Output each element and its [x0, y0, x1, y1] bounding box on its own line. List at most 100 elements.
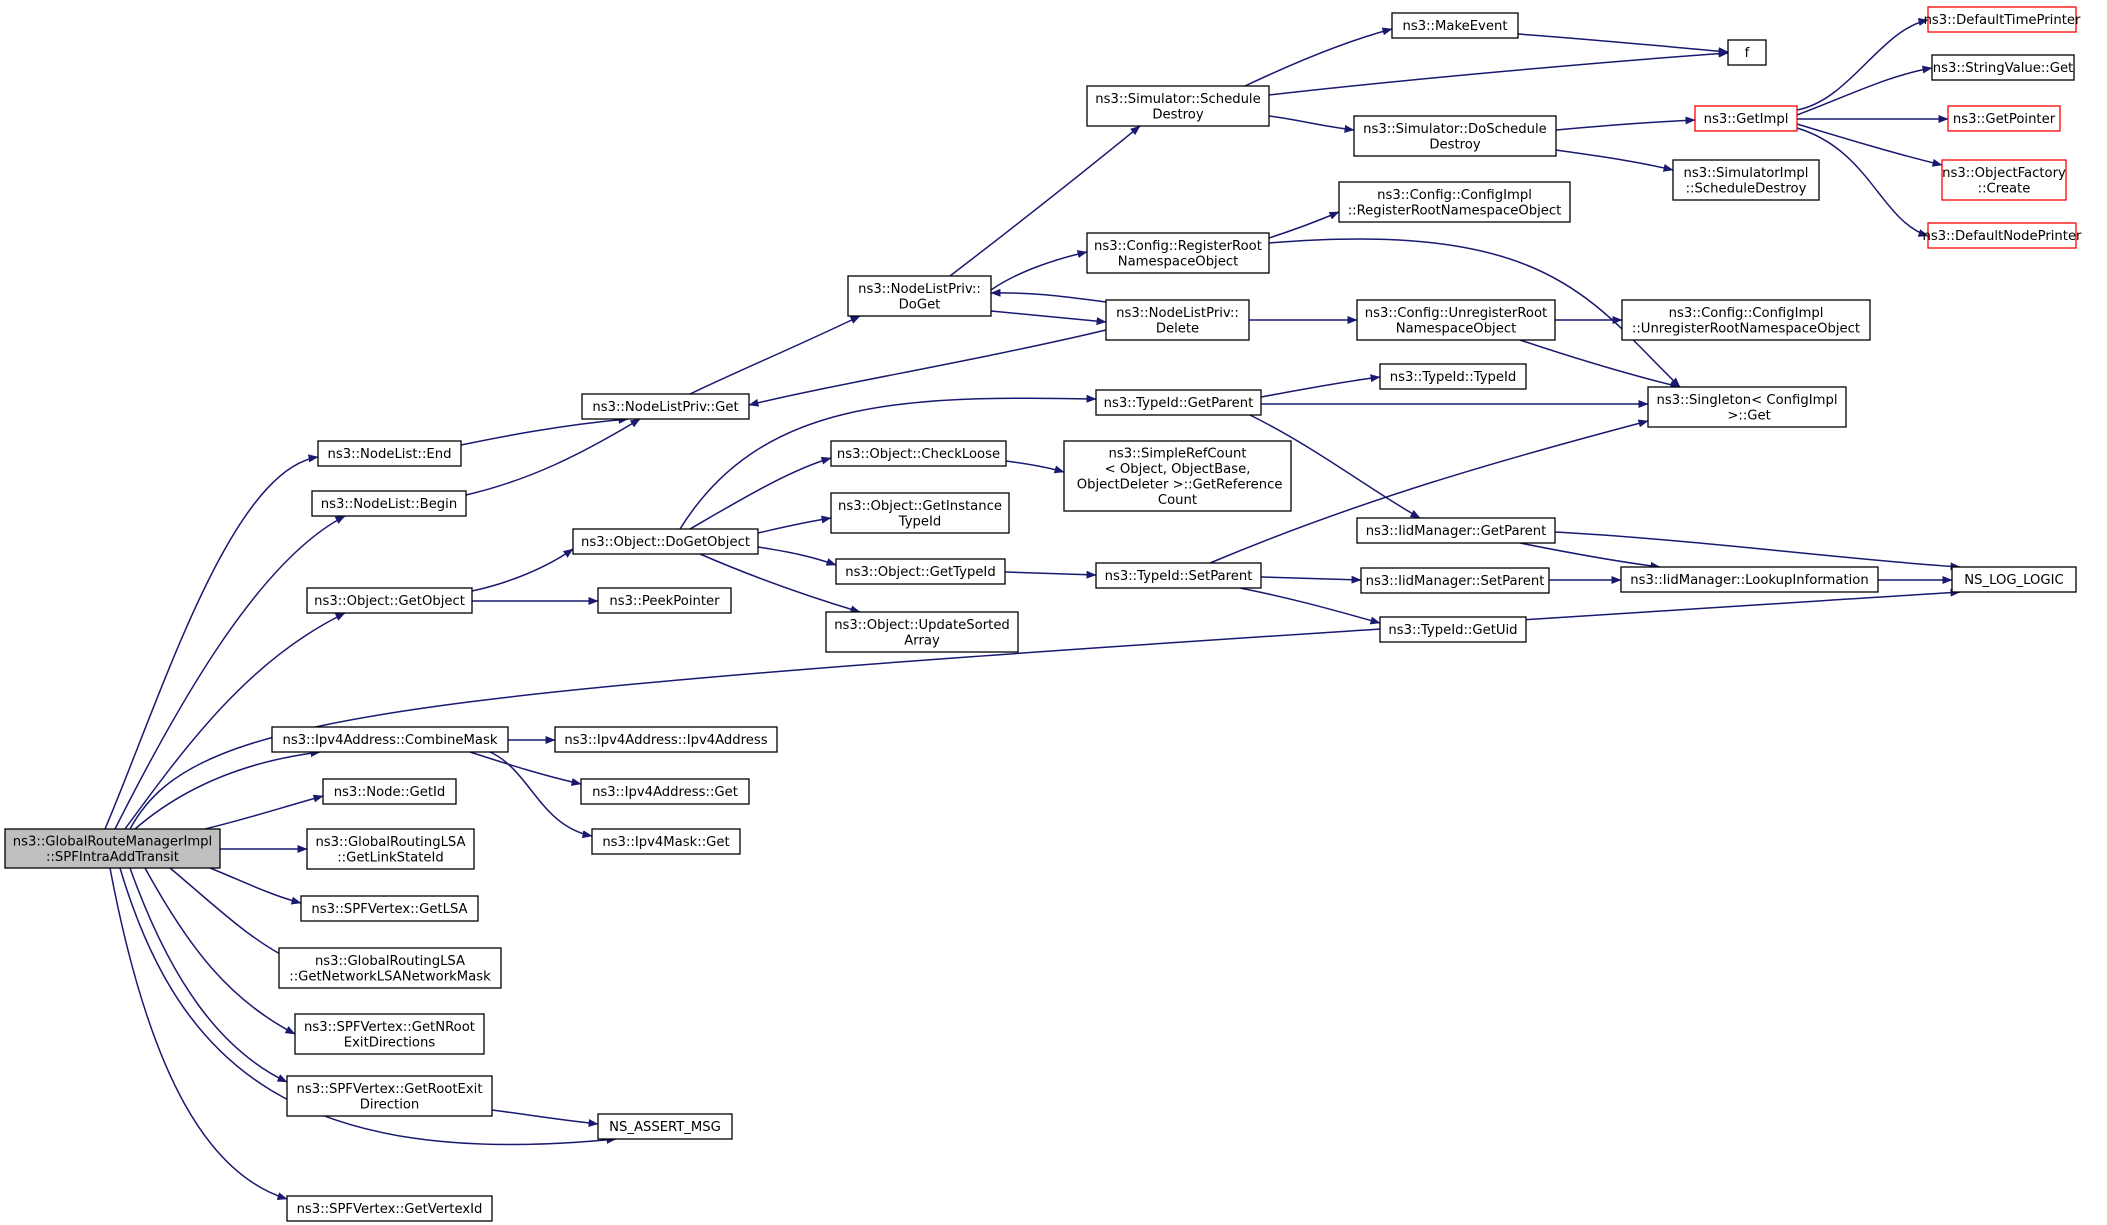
node-deftime[interactable]: ns3::DefaultTimePrinter	[1924, 6, 2081, 33]
node-grlsa_netmask[interactable]: ns3::GlobalRoutingLSA::GetNetworkLSANetw…	[278, 947, 502, 989]
node-ipv4_get[interactable]: ns3::Ipv4Address::Get	[580, 778, 750, 805]
node-defnode[interactable]: ns3::DefaultNodePrinter	[1923, 222, 2083, 249]
edge-obj_getobject-to-obj_dogetobject	[471, 548, 574, 592]
node-obj_dogetobject[interactable]: ns3::Object::DoGetObject	[572, 528, 759, 555]
node-obj_getobject[interactable]: ns3::Object::GetObject	[306, 587, 473, 614]
node-box	[1360, 567, 1550, 594]
node-box	[1927, 6, 2077, 33]
node-label-line: ns3::Config::UnregisterRoot	[1365, 306, 1547, 321]
node-label-line: ns3::Simulator::Schedule	[1095, 92, 1260, 107]
node-box	[306, 828, 475, 870]
node-iid_setparent[interactable]: ns3::IidManager::SetParent	[1360, 567, 1550, 594]
node-simplerefcount[interactable]: ns3::SimpleRefCount< Object, ObjectBase,…	[1063, 440, 1292, 512]
node-label-line: Destroy	[1429, 137, 1481, 152]
node-simimpl[interactable]: ns3::SimulatorImpl::ScheduleDestroy	[1672, 159, 1820, 201]
node-grlsa_linkstate[interactable]: ns3::GlobalRoutingLSA::GetLinkStateId	[306, 828, 475, 870]
node-typeid_setparent[interactable]: ns3::TypeId::SetParent	[1095, 562, 1262, 589]
node-box	[1951, 566, 2077, 593]
node-root: ns3::GlobalRouteManagerImpl::SPFIntraAdd…	[4, 828, 221, 869]
node-ipv4mask_get[interactable]: ns3::Ipv4Mask::Get	[591, 828, 741, 855]
node-box	[1694, 105, 1798, 132]
edge-obj_dogetobject-to-obj_getinst	[757, 515, 832, 534]
edge-root-to-nsassert	[119, 867, 617, 1146]
node-spf_getlsa[interactable]: ns3::SPFVertex::GetLSA	[300, 895, 479, 922]
node-getimpl[interactable]: ns3::GetImpl	[1694, 105, 1798, 132]
node-cfgimpl_reg[interactable]: ns3::Config::ConfigImpl::RegisterRootNam…	[1338, 181, 1571, 223]
node-cfg_regroot[interactable]: ns3::Config::RegisterRootNamespaceObject	[1086, 232, 1270, 274]
node-box	[1620, 566, 1879, 593]
node-box	[1356, 299, 1556, 341]
edge-root-to-spf_getlsa	[209, 867, 302, 905]
node-label-line: ::RegisterRootNamespaceObject	[1348, 203, 1562, 218]
edge-makeevent-to-f	[1517, 33, 1729, 56]
node-label-line: ::Create	[1978, 181, 2031, 196]
node-box	[1672, 159, 1820, 201]
node-singleton[interactable]: ns3::Singleton< ConfigImpl >::Get	[1647, 386, 1847, 428]
node-box	[294, 1013, 485, 1055]
node-box	[300, 895, 479, 922]
node-cfg_unreg[interactable]: ns3::Config::UnregisterRootNamespaceObje…	[1356, 299, 1556, 341]
node-nsassert[interactable]: NS_ASSERT_MSG	[597, 1113, 733, 1140]
node-label-line: ns3::TypeId::GetParent	[1104, 396, 1254, 411]
node-label-line: ns3::SPFVertex::GetNRoot	[304, 1020, 475, 1035]
edge-nlp_doget-to-sim_sched	[949, 125, 1141, 277]
node-iid_getparent[interactable]: ns3::IidManager::GetParent	[1356, 517, 1556, 544]
node-label-line: ns3::TypeId::SetParent	[1105, 569, 1253, 584]
node-iid_lookup[interactable]: ns3::IidManager::LookupInformation	[1620, 566, 1879, 593]
node-typeid_typeid[interactable]: ns3::TypeId::TypeId	[1379, 363, 1527, 390]
node-nlp_delete[interactable]: ns3::NodeListPriv::Delete	[1105, 299, 1250, 341]
node-typeid_getparent[interactable]: ns3::TypeId::GetParent	[1095, 389, 1262, 416]
node-label-line: ns3::Object::GetTypeId	[845, 565, 995, 580]
node-strval[interactable]: ns3::StringValue::Get	[1931, 54, 2075, 81]
edge-typeid_setparent-to-typeid_getuid	[1239, 587, 1381, 625]
edge-ipv4_combine-to-ipv4_get	[469, 751, 582, 786]
node-label-line: ns3::Node::GetId	[334, 785, 446, 800]
node-nlp_get[interactable]: ns3::NodeListPriv::Get	[581, 393, 750, 420]
node-obj_gettypeid[interactable]: ns3::Object::GetTypeId	[835, 558, 1006, 585]
node-nl_end[interactable]: ns3::NodeList::End	[317, 440, 462, 467]
node-box	[591, 828, 741, 855]
edge-sim_sched-to-makeevent	[1244, 27, 1393, 87]
node-ipv4_ctor[interactable]: ns3::Ipv4Address::Ipv4Address	[554, 726, 778, 753]
node-peekptr[interactable]: ns3::PeekPointer	[597, 587, 732, 614]
node-getptr[interactable]: ns3::GetPointer	[1947, 105, 2061, 132]
node-typeid_getuid[interactable]: ns3::TypeId::GetUid	[1379, 616, 1527, 643]
node-node_getid[interactable]: ns3::Node::GetId	[322, 778, 457, 805]
edge-sim_dosched-to-simimpl	[1555, 149, 1674, 172]
edge-obj_dogetobject-to-typeid_getparent	[679, 394, 1097, 530]
node-ipv4_combine[interactable]: ns3::Ipv4Address::CombineMask	[271, 726, 509, 753]
node-f[interactable]: f	[1727, 39, 1767, 66]
node-label-line: ns3::IidManager::LookupInformation	[1630, 573, 1868, 588]
node-nlp_doget[interactable]: ns3::NodeListPriv::DoGet	[847, 275, 992, 317]
node-label-line: Direction	[360, 1097, 420, 1112]
node-nl_begin[interactable]: ns3::NodeList::Begin	[311, 490, 467, 517]
edge-ipv4_combine-to-ipv4mask_get	[489, 751, 593, 839]
node-box	[830, 440, 1007, 467]
node-label-line: NamespaceObject	[1118, 254, 1239, 269]
edge-getimpl-to-defnode	[1796, 127, 1929, 237]
node-nslog[interactable]: NS_LOG_LOGIC	[1951, 566, 2077, 593]
node-label-line: ::GetLinkStateId	[337, 850, 444, 865]
node-makeevent[interactable]: ns3::MakeEvent	[1391, 12, 1519, 39]
node-label-line: Destroy	[1152, 107, 1204, 122]
node-label-line: ns3::Ipv4Address::Get	[592, 785, 738, 800]
edge-root-to-ipv4_combine	[134, 749, 321, 830]
node-box	[1063, 440, 1292, 512]
node-sim_sched[interactable]: ns3::Simulator::ScheduleDestroy	[1086, 85, 1270, 127]
node-label-line: Array	[904, 633, 940, 648]
node-cfgimpl_unreg[interactable]: ns3::Config::ConfigImpl::UnregisterRootN…	[1621, 299, 1871, 341]
node-obj_checkloose[interactable]: ns3::Object::CheckLoose	[830, 440, 1007, 467]
node-spf_vertexid[interactable]: ns3::SPFVertex::GetVertexId	[286, 1195, 493, 1222]
node-label-line: ns3::TypeId::GetUid	[1388, 623, 1517, 638]
edge-root-to-node_getid	[204, 794, 324, 830]
node-label-line: ns3::NodeListPriv::	[1116, 306, 1239, 321]
edge-nlp_doget-to-cfg_regroot	[990, 250, 1088, 291]
node-label-line: f	[1745, 46, 1750, 61]
node-objfact[interactable]: ns3::ObjectFactory::Create	[1941, 159, 2067, 201]
